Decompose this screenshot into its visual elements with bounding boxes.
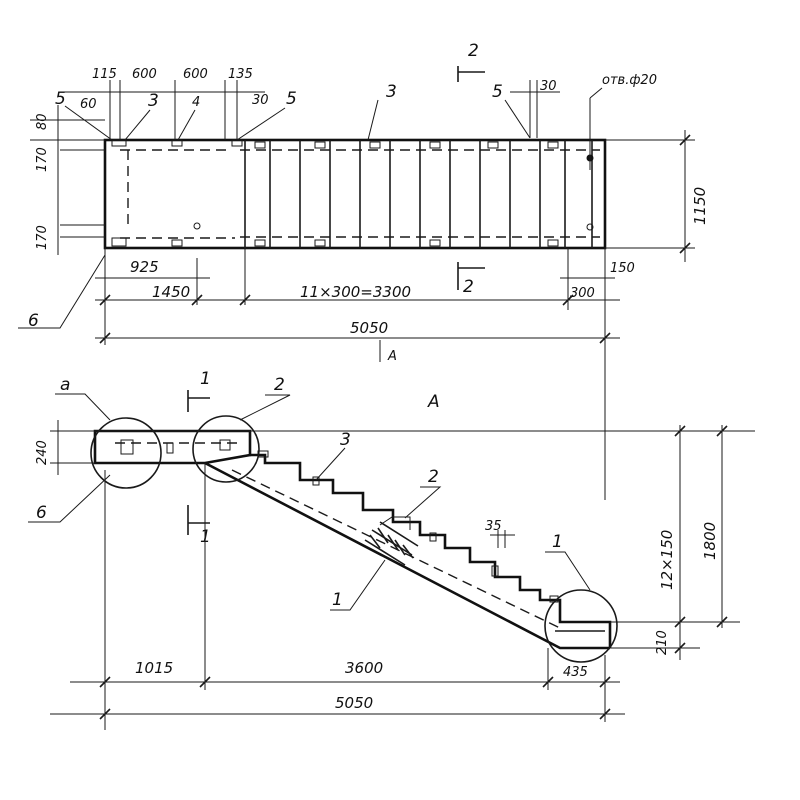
dim-12x150: 12×150 (658, 530, 676, 590)
dim-600-a: 600 (132, 67, 157, 82)
marker-1-right: 1 (552, 532, 563, 552)
dim-115: 115 (92, 67, 117, 82)
leader (64, 105, 113, 141)
dim-3600: 3600 (345, 659, 383, 677)
section-1-top-label: 1 (200, 369, 211, 389)
dim-600-b: 600 (183, 67, 208, 82)
leader (315, 447, 346, 481)
dim-5050-plan: 5050 (350, 319, 388, 337)
lifting-hole (193, 222, 201, 230)
marker-3-elev: 3 (340, 430, 351, 450)
leader (239, 394, 291, 421)
lifting-hole (586, 223, 594, 231)
plan-steps (244, 140, 593, 248)
marker-5-right: 5 (492, 82, 503, 102)
dim-30-right: 30 (540, 79, 557, 94)
dim-1150: 1150 (691, 187, 709, 225)
elevation-view: A (28, 134, 755, 730)
marker-2-top: 2 (274, 375, 285, 395)
section-1-top-arrow (187, 390, 210, 412)
dim-1800: 1800 (701, 522, 719, 560)
detail-circle-2 (192, 415, 260, 483)
section-2-top-label: 2 (468, 41, 479, 61)
dim-5050-elev: 5050 (335, 694, 373, 712)
leader (404, 486, 442, 519)
landing-dashed (120, 149, 235, 239)
dim-30-mid: 30 (252, 93, 269, 108)
view-a-label: A (427, 392, 440, 412)
dim-ticks (99, 134, 728, 720)
plan-outline (103, 138, 607, 250)
step-plates (120, 439, 559, 603)
plan-view: 115 600 600 135 60 80 170 170 1150 отв.ф… (18, 41, 709, 500)
marker-1-left: 1 (332, 590, 343, 610)
detail-circle-1 (544, 589, 618, 663)
dim-135: 135 (228, 67, 253, 82)
hole-note: отв.ф20 (602, 73, 657, 88)
view-arrow-label: A (387, 349, 397, 364)
dim-1450: 1450 (152, 283, 190, 301)
leader (545, 551, 591, 591)
leader (124, 109, 151, 141)
marker-6-plan: 6 (28, 311, 39, 331)
dim-300: 300 (570, 286, 595, 301)
marker-3-plan: 3 (148, 91, 159, 111)
marker-a: a (60, 375, 70, 395)
rebar-cage (364, 516, 419, 566)
leader (236, 107, 286, 141)
dim-35: 35 (485, 519, 502, 534)
marker-3-top: 3 (386, 82, 397, 102)
dim-80: 80 (35, 113, 50, 130)
dim-240: 240 (35, 440, 50, 465)
dim-3300: 11×300=3300 (300, 283, 411, 301)
dim-170-bottom: 170 (35, 225, 50, 250)
embedded-plates (111, 139, 559, 247)
detail-circle-a (90, 417, 162, 489)
section-2-bottom-label: 2 (463, 277, 474, 297)
dim-210: 210 (655, 630, 670, 655)
leader (55, 393, 111, 421)
marker-4-plan: 4 (192, 95, 200, 110)
stair-soffit (204, 461, 610, 650)
dim-925: 925 (130, 258, 159, 276)
marker-2-mid: 2 (428, 467, 439, 487)
marker-5-left: 5 (55, 89, 66, 109)
dim-170-top: 170 (35, 147, 50, 172)
leader (18, 254, 106, 329)
leader (28, 474, 111, 523)
dashed-reinforcement (231, 469, 561, 629)
dim-60: 60 (80, 97, 97, 112)
section-2-bottom-arrow (457, 262, 485, 290)
stair-steps (250, 453, 612, 648)
section-2-top-arrow (457, 66, 485, 82)
hole-leader (589, 87, 603, 99)
dim-150: 150 (610, 261, 635, 276)
marker-6-elev: 6 (36, 503, 47, 523)
leader (330, 559, 386, 611)
dim-1015: 1015 (135, 659, 173, 677)
marker-5-mid: 5 (286, 89, 297, 109)
section-1-bottom-arrow (187, 505, 210, 535)
leader (177, 109, 196, 141)
leader (504, 99, 531, 139)
leader (367, 99, 379, 141)
dim-435: 435 (563, 665, 588, 680)
